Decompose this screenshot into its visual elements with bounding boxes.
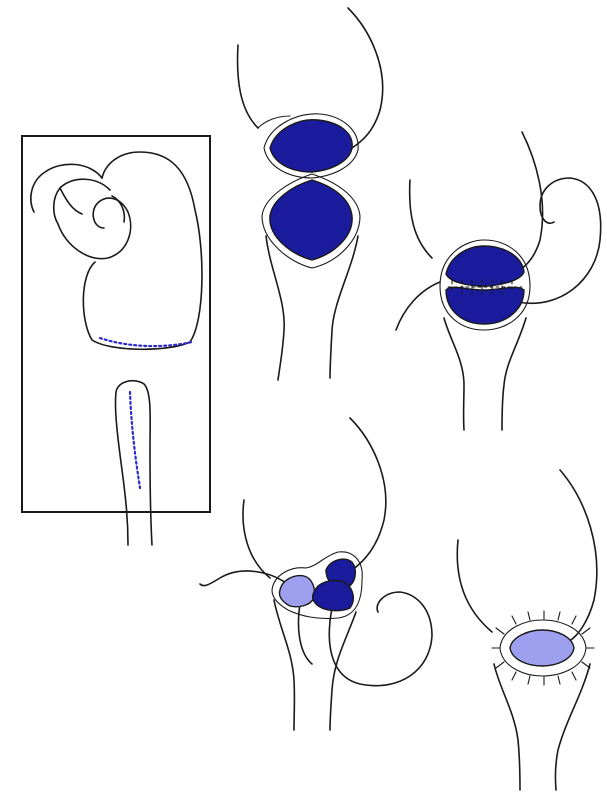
step4-urethra-right xyxy=(555,664,590,790)
step1-urethra-mucosa xyxy=(270,180,352,260)
panel-step-2 xyxy=(396,132,601,430)
panel-step-3 xyxy=(200,418,432,730)
step3-bladder-right-wall xyxy=(350,418,386,570)
step1-urethra-right xyxy=(330,236,358,378)
step3-urethra-left xyxy=(274,600,294,730)
panel-step-1 xyxy=(238,8,383,380)
inset-coil-loop xyxy=(60,188,124,222)
step4-bladder-right-wall xyxy=(560,470,597,642)
inset-sac-outline xyxy=(83,152,202,349)
inset-urethra-outline xyxy=(115,381,152,545)
step1-bladder-right-wall xyxy=(348,8,383,148)
inset-coil-middle xyxy=(54,179,110,224)
step4-closed-mucosa xyxy=(510,630,574,666)
inset-panel xyxy=(22,136,210,545)
step4-bladder-left-wall xyxy=(457,540,492,632)
inset-urethra-incision-line xyxy=(130,392,140,488)
step3-light-mucosa xyxy=(279,576,314,607)
step2-bladder-right-wall xyxy=(516,132,543,272)
step3-suture-mid xyxy=(299,604,313,664)
step3-dark-mucosa-lower xyxy=(313,580,354,610)
step2-bladder-mucosa xyxy=(446,246,524,286)
step2-urethra-right xyxy=(502,318,526,430)
panel-step-4 xyxy=(457,470,597,790)
step2-urethra-mucosa xyxy=(446,287,524,324)
step2-bladder-left-wall xyxy=(410,180,432,258)
step3-urethra-right xyxy=(330,612,356,730)
step1-urethra-left xyxy=(266,236,284,380)
step1-bladder-mucosa xyxy=(270,120,352,172)
step3-bladder-left-wall xyxy=(243,500,270,578)
inset-frame xyxy=(22,136,210,512)
step4-urethra-left xyxy=(494,664,520,790)
inset-coil-outer xyxy=(31,164,102,212)
step2-urethra-left xyxy=(444,318,464,430)
inset-bladder-incision-line xyxy=(100,338,192,346)
step1-bladder-left-wall xyxy=(238,45,258,128)
inset-coil-inner xyxy=(58,198,131,259)
step2-suture-left xyxy=(396,282,440,330)
